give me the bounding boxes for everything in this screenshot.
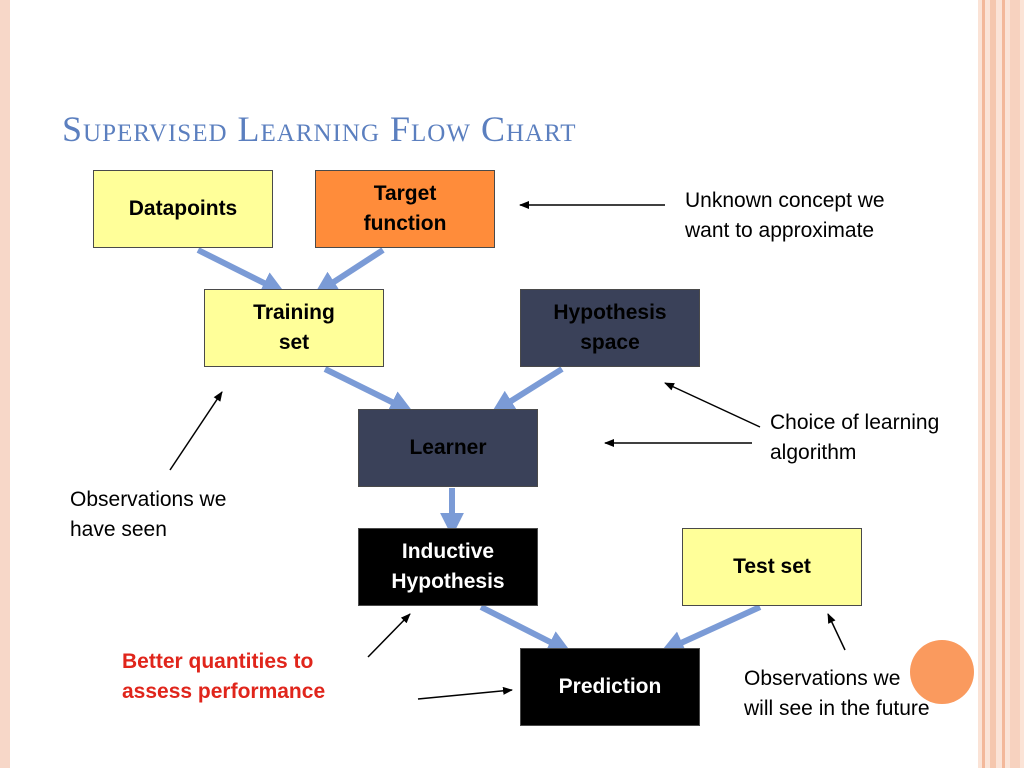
note-choice-algorithm: Choice of learning algorithm xyxy=(770,411,940,464)
hypothesis-space-box: Hypothesis space xyxy=(520,289,700,367)
note-observations-future: Observations we will see in the future xyxy=(744,667,930,720)
decorative-circle xyxy=(910,640,974,704)
right-border-decoration xyxy=(978,0,1024,768)
flow-arrow-target-training xyxy=(313,247,385,295)
pointer-better-inductive xyxy=(367,613,411,658)
pointer-better-prediction xyxy=(417,686,513,700)
flow-arrow-training-learner xyxy=(323,366,414,413)
flow-arrow-hypothesis-learner xyxy=(490,366,564,414)
pointer-choice-hypothesis xyxy=(664,382,761,428)
note-observations-seen: Observations we have seen xyxy=(70,488,227,541)
note-better-quantities: Better quantities to assess performance xyxy=(122,650,326,703)
pointer-observations-future xyxy=(827,613,846,651)
test-set-box: Test set xyxy=(682,528,862,606)
flow-arrow-inductive-prediction xyxy=(479,604,572,653)
flow-arrow-datapoints-training xyxy=(196,247,286,294)
slide-title: Supervised Learning Flow Chart xyxy=(62,109,577,149)
target-function-box: Target function xyxy=(315,170,495,248)
prediction-box: Prediction xyxy=(520,648,700,726)
flow-arrow-testset-prediction xyxy=(660,604,762,654)
learner-box: Learner xyxy=(358,409,538,487)
inductive-hypothesis-box: Inductive Hypothesis xyxy=(358,528,538,606)
training-set-box: Training set xyxy=(204,289,384,367)
pointer-observations-seen xyxy=(169,391,223,471)
left-border-decoration xyxy=(0,0,10,768)
note-unknown-concept: Unknown concept we want to approximate xyxy=(685,189,885,242)
datapoints-box: Datapoints xyxy=(93,170,273,248)
